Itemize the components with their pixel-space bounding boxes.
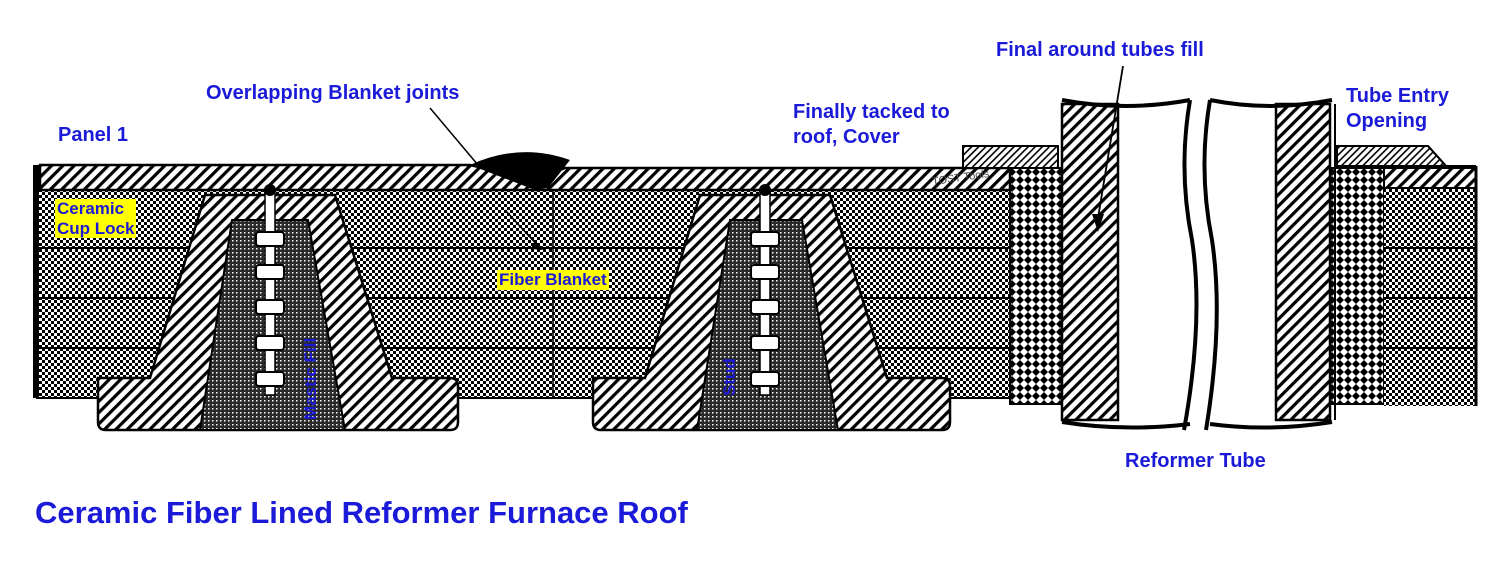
label-tacked-cover: Finally tacked to roof, Cover [793,100,950,150]
label-stud: Stud [720,358,739,396]
final-fill-leader-line [1097,65,1124,219]
label-final-fill: Final around tubes fill [996,39,1204,61]
label-fiber-blanket: Fiber Blanket [497,270,609,290]
fiber-blanket-layers-right [1383,166,1478,406]
label-tube-entry: Tube Entry Opening [1346,84,1449,134]
label-panel-1: Panel 1 [58,124,129,146]
blanket-joint-bead [470,152,570,190]
label-ceramic-line-1: Ceramic [55,199,137,219]
label-tacked-line-2: roof, Cover [793,126,900,148]
label-tacked-line-1: Finally tacked to [793,101,950,123]
label-reformer-tube: Reformer Tube [1125,450,1266,472]
label-tube-entry-line-1: Tube Entry [1346,85,1449,107]
fiber-leader-line [504,209,541,249]
around-tube-fill-right [1329,167,1385,405]
cup-lock-anchor-1 [96,184,460,432]
label-ceramic-line-2: Cup Lock [55,218,137,239]
around-tube-fill-left [1009,167,1063,405]
label-mastic-fill: Mastic Fill [301,337,320,420]
label-tube-entry-line-2: Opening [1346,110,1428,132]
cup-lock-anchor-2 [591,184,952,432]
joint-leader-line [429,107,479,166]
label-ceramic-cup-lock: Ceramic Cup Lock [55,199,137,239]
label-overlapping-joints: Overlapping Blanket joints [206,82,460,104]
diagram-caption: Ceramic Fiber Lined Reformer Furnace Roo… [35,495,688,530]
tacked-cover-left [962,145,1059,169]
reformer-tube [1060,98,1336,431]
